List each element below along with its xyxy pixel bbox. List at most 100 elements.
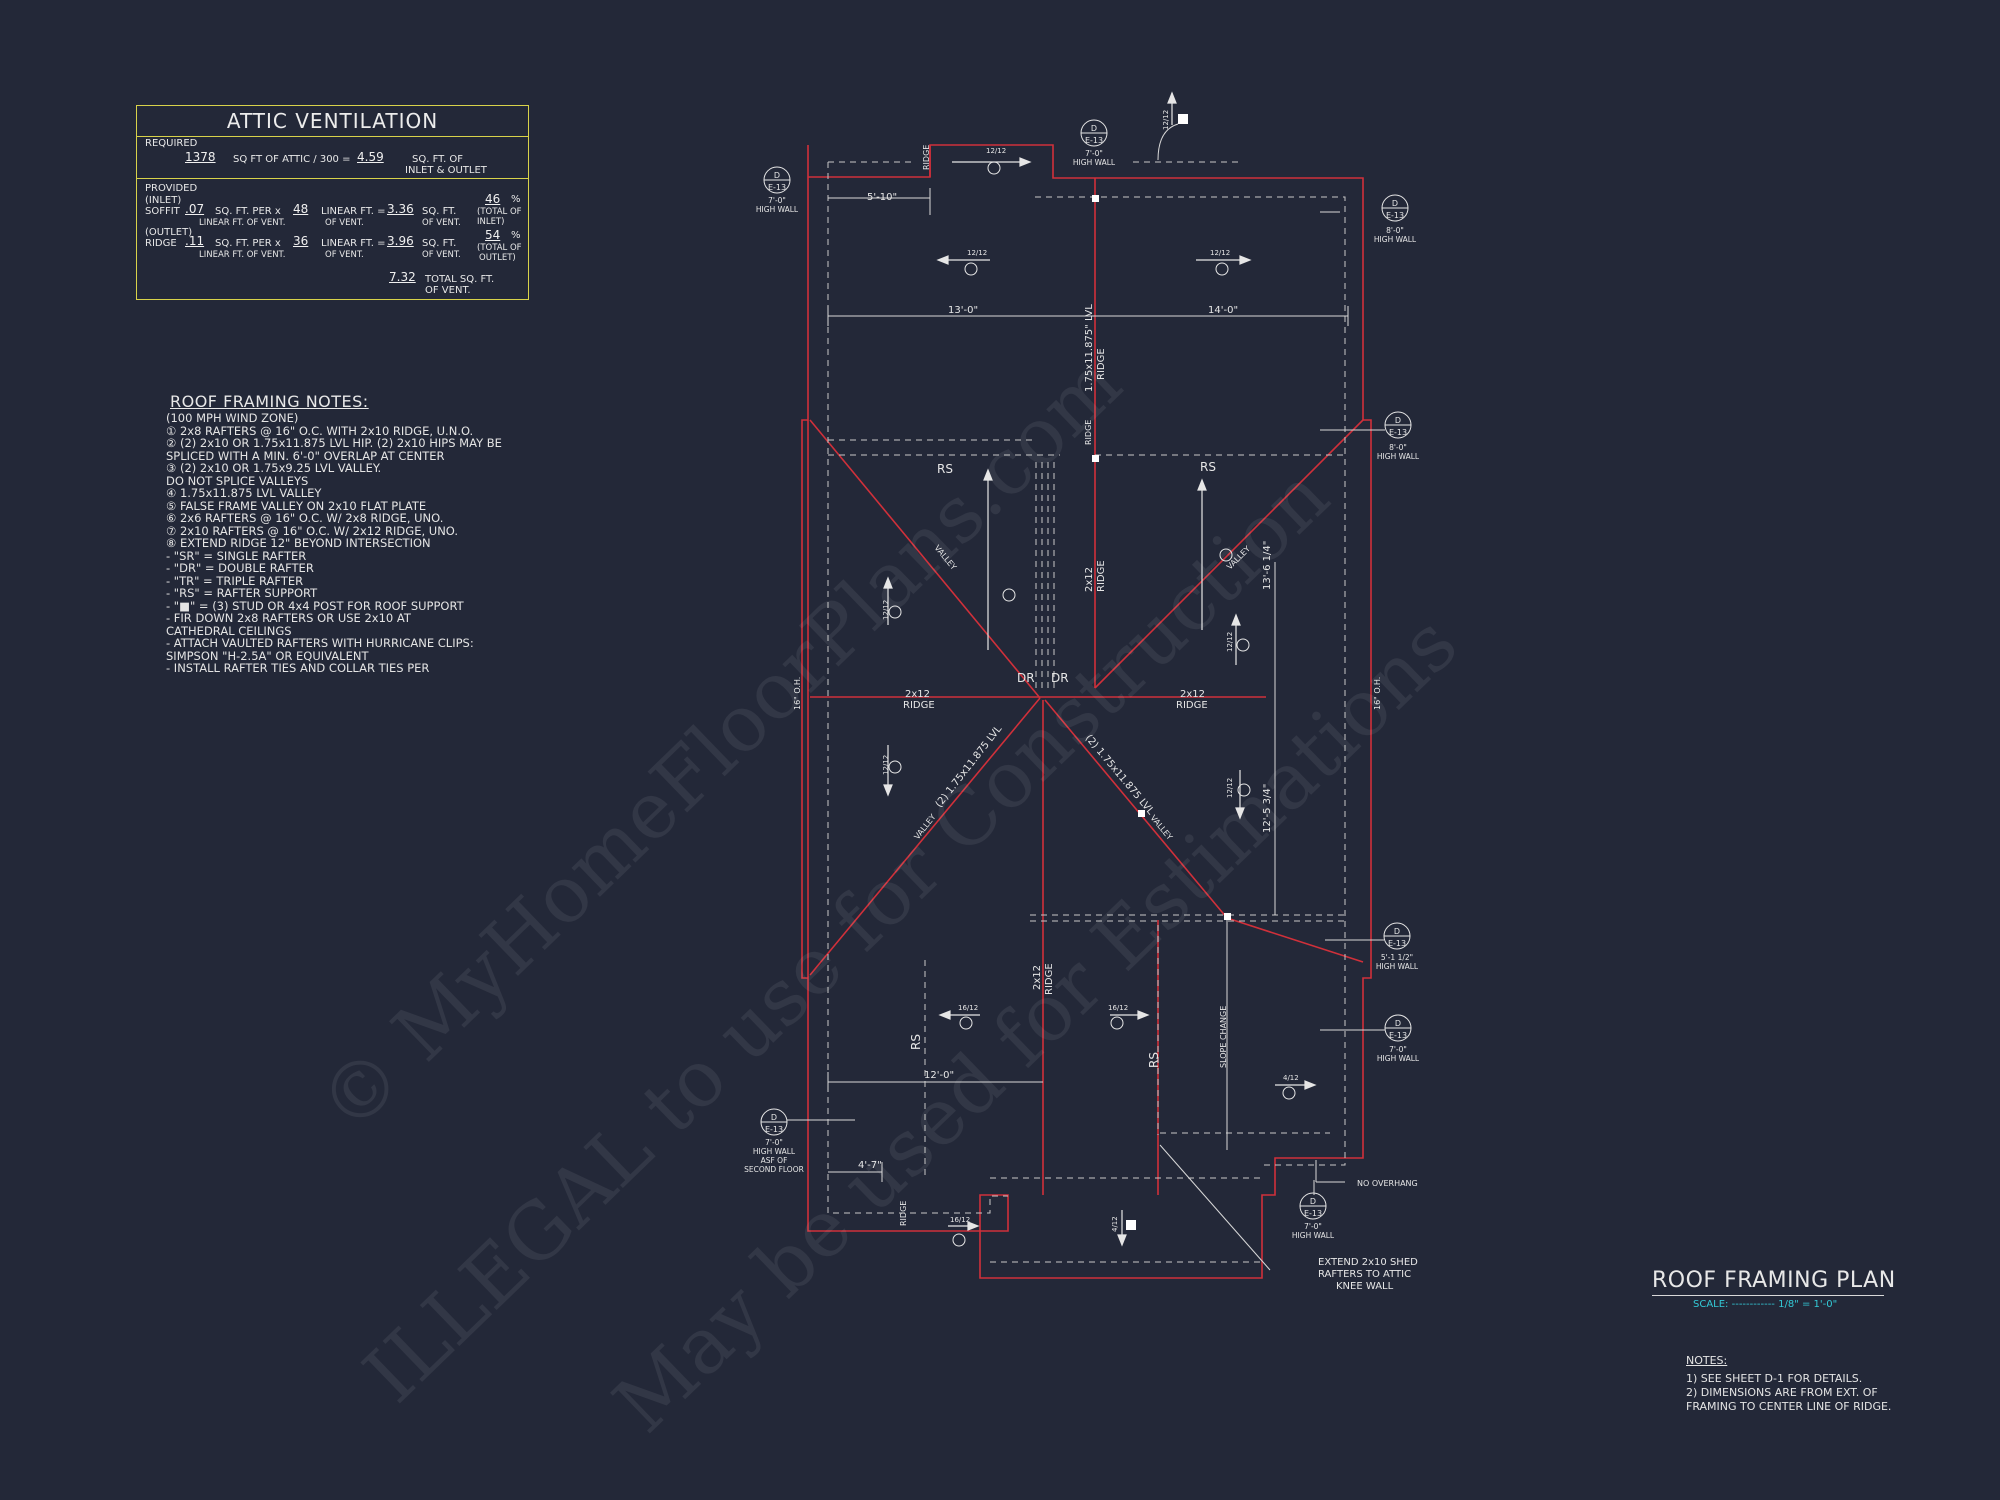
- ridge-sqft: SQ. FT.: [422, 238, 457, 249]
- marker-letter: D: [1091, 124, 1097, 133]
- pitch-label: 12/12: [882, 755, 890, 775]
- marker-h_8_0: 8'-0": [1389, 443, 1407, 452]
- roof-framing-note: ⑥ 2x6 RAFTERS @ 16" O.C. W/ 2x8 RIDGE, U…: [166, 511, 444, 525]
- ridge-label: RIDGE: [1096, 348, 1107, 380]
- ridge-linear: LINEAR FT. =: [321, 238, 386, 249]
- roof-framing-note: (100 MPH WIND ZONE): [166, 411, 299, 425]
- roof-framing-note: SPLICED WITH A MIN. 6'-0" OVERLAP AT CEN…: [166, 448, 445, 463]
- dim-13: 13'-0": [948, 305, 978, 316]
- grand-total-label: TOTAL SQ. FT.: [425, 274, 495, 285]
- marker-letter: D: [1310, 1197, 1316, 1206]
- soffit-total: 3.36: [387, 202, 414, 216]
- ridge-label: RIDGE: [899, 1201, 908, 1226]
- ridge-sqft-2: OF VENT.: [422, 250, 461, 260]
- soffit-per-2: LINEAR FT. OF VENT.: [199, 218, 286, 228]
- ridge-percent-note: (TOTAL OF: [477, 243, 522, 253]
- roof-framing-note: ② (2) 2x10 OR 1.75x11.875 LVL HIP. (2) 2…: [166, 436, 502, 450]
- soffit-linear-2: OF VENT.: [325, 218, 364, 228]
- roof-framing-note: ⑦ 2x10 RAFTERS @ 16" O.C. W/ 2x12 RIDGE,…: [166, 523, 459, 538]
- pitch-label: 12/12: [882, 600, 890, 620]
- slope-change-label: SLOPE CHANGE: [1219, 1006, 1228, 1068]
- marker-h_7_0: 7'-0": [768, 196, 786, 205]
- soffit-percent-note-2: INLET): [477, 217, 505, 227]
- ridge-percent: 54: [485, 228, 501, 242]
- soffit-percent-sign: %: [511, 194, 521, 205]
- marker-letter: D: [1392, 199, 1398, 208]
- marker-high_wall: HIGH WALL: [1292, 1231, 1335, 1240]
- ridge-label: RIDGE: [903, 700, 935, 711]
- framing-outline: [801, 144, 1372, 1279]
- ridge-percent-note-2: OUTLET): [479, 253, 516, 263]
- pitch-label: 16/12: [950, 1216, 970, 1224]
- marker-sheet: E-13: [1389, 1031, 1407, 1040]
- dim-12: 12'-0": [924, 1070, 954, 1081]
- ridge-label: RIDGE: [922, 145, 931, 170]
- outlet-label: (OUTLET): [145, 227, 193, 238]
- marker-high_wall: HIGH WALL: [1376, 962, 1419, 971]
- soffit-linear: LINEAR FT. =: [321, 206, 386, 217]
- dr-label: DR: [1051, 671, 1069, 685]
- dr-label: DR: [1017, 671, 1035, 685]
- marker-letter: D: [1395, 416, 1401, 425]
- plan-note-3: FRAMING TO CENTER LINE OF RIDGE.: [1686, 1400, 1892, 1413]
- roof-framing-note: - "SR" = SINGLE RAFTER: [166, 548, 307, 563]
- marker-h_7_0: 7'-0": [765, 1138, 783, 1147]
- ridge-value: .11: [185, 234, 205, 248]
- roof-framing-note: - "DR" = DOUBLE RAFTER: [166, 561, 314, 575]
- support-posts: [1092, 114, 1231, 1230]
- shed-note-2: RAFTERS TO ATTIC: [1318, 1269, 1411, 1280]
- marker-high_wall: HIGH WALL: [1073, 158, 1116, 167]
- soffit-percent-note: (TOTAL OF: [477, 207, 522, 217]
- hip-line: [1226, 917, 1364, 963]
- soffit-sqft-2: OF VENT.: [422, 218, 461, 228]
- plan-notes-title: NOTES:: [1686, 1354, 1728, 1367]
- roof-framing-notes-title: ROOF FRAMING NOTES:: [170, 392, 369, 411]
- roof-framing-note: ④ 1.75x11.875 LVL VALLEY: [166, 486, 322, 500]
- ridge-label: RIDGE: [145, 238, 177, 249]
- roof-framing-note: ① 2x8 RAFTERS @ 16" O.C. WITH 2x10 RIDGE…: [166, 423, 474, 438]
- grand-total-label-2: OF VENT.: [425, 285, 471, 296]
- roof-framing-note: - FIR DOWN 2x8 RAFTERS OR USE 2x10 AT: [166, 611, 411, 625]
- marker-sheet: E-13: [1388, 939, 1406, 948]
- valley-line: [1094, 419, 1364, 689]
- dim-14: 14'-0": [1208, 305, 1238, 316]
- hip-line: [809, 697, 1041, 976]
- shed-note-1: EXTEND 2x10 SHED: [1318, 1257, 1418, 1268]
- roof-framing-notes-list: (100 MPH WIND ZONE)① 2x8 RAFTERS @ 16" O…: [166, 412, 502, 675]
- marker-letter: D: [774, 171, 780, 180]
- roof-framing-note: - INSTALL RAFTER TIES AND COLLAR TIES PE…: [166, 661, 430, 675]
- dim-overhang-left: 16" O.H.: [793, 677, 802, 710]
- soffit-sqft: SQ. FT.: [422, 206, 457, 217]
- ridge-percent-sign: %: [511, 230, 521, 241]
- marker-h_7_0: 7'-0": [1389, 1045, 1407, 1054]
- marker-sheet: E-13: [1304, 1209, 1322, 1218]
- pitch-label: 4/12: [1283, 1074, 1299, 1082]
- roof-framing-note: - ATTACH VAULTED RAFTERS WITH HURRICANE …: [166, 636, 474, 650]
- rs-label: RS: [1200, 460, 1216, 474]
- no-overhang-label: NO OVERHANG: [1357, 1179, 1418, 1188]
- attic-divider: [137, 178, 528, 179]
- roof-framing-note: - "■" = (3) STUD OR 4x4 POST FOR ROOF SU…: [166, 598, 464, 613]
- rs-label: RS: [909, 1034, 923, 1050]
- roof-framing-note: - "RS" = RAFTER SUPPORT: [166, 586, 318, 600]
- grand-total: 7.32: [389, 270, 416, 284]
- high-wall-labels: 7'-0" HIGH WALL 7'-0" HIGH WALL 8'-0" HIGH …: [744, 149, 1420, 1240]
- marker-second_floor: SECOND FLOOR: [744, 1165, 804, 1174]
- ridge-label: RIDGE: [1084, 420, 1093, 445]
- roof-framing-note: SIMPSON "H-2.5A" OR EQUIVALENT: [166, 648, 369, 663]
- pitch-arrows: [883, 91, 1317, 1247]
- valley-line: [809, 419, 1041, 699]
- soffit-percent: 46: [485, 192, 501, 206]
- dim-overhang-right: 16" O.H.: [1373, 677, 1382, 710]
- marker-letter: D: [771, 1113, 777, 1122]
- soffit-length: 48: [293, 202, 309, 216]
- roof-framing-note: DO NOT SPLICE VALLEYS: [166, 473, 309, 488]
- ridge-size: 2x12: [1180, 689, 1205, 700]
- marker-leaders: [787, 123, 1385, 1195]
- inlet-label: (INLET): [145, 195, 182, 206]
- ridge-total: 3.96: [387, 234, 414, 248]
- plan-title: ROOF FRAMING PLAN: [1652, 1268, 1896, 1293]
- dimension-lines: [827, 188, 1349, 1271]
- marker-h_5_1: 5'-1 1/2": [1381, 953, 1413, 962]
- pitch-label: 16/12: [1108, 1004, 1128, 1012]
